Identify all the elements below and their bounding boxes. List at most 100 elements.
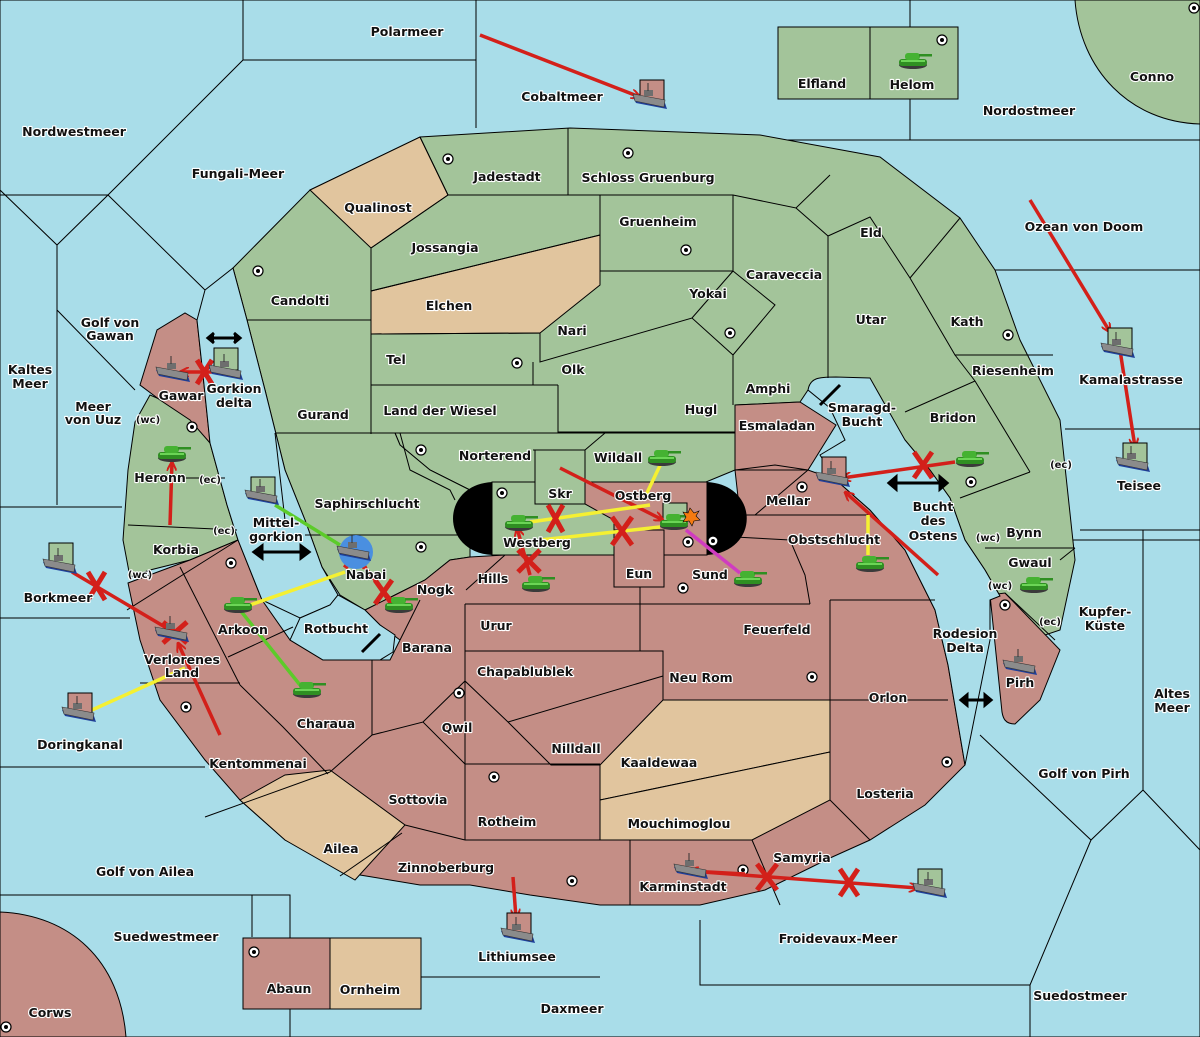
supply-center-icon [941, 756, 953, 768]
province-esmaladan[interactable] [734, 401, 837, 471]
sea-label-daxmeer: Daxmeer [540, 1001, 604, 1016]
sea-label-golf-von-gawan-1: Golf von [81, 315, 140, 330]
supply-center-icon [999, 599, 1011, 611]
supply-center-icon [248, 946, 260, 958]
coast-label: (ec) [1039, 617, 1061, 628]
sea-label-ozean-von-doom: Ozean von Doom [1025, 219, 1144, 234]
land-label-olk: Olk [561, 362, 585, 377]
order-hills-westberg [517, 528, 532, 576]
land-label-ornheim: Ornheim [340, 982, 400, 997]
land-label-arkoon: Arkoon [218, 622, 268, 637]
sea-label-bucht-des-ostens-3: Ostens [909, 528, 958, 543]
convoy-arkoon-charaua [238, 608, 302, 687]
support-arkoon-nabai [249, 570, 346, 607]
land-label-schloss-gruenburg: Schloss Gruenburg [581, 170, 714, 185]
adjacency-arrow-smaragd [818, 383, 842, 407]
adjacency-arrow-mittelgorkion [251, 543, 312, 561]
fail-x [755, 862, 779, 892]
land-label-eld: Eld [860, 225, 882, 240]
land-label-skr: Skr [548, 486, 572, 501]
province-conno[interactable] [1074, 0, 1200, 125]
sea-label-rotbucht: Rotbucht [304, 621, 368, 636]
fail-x [837, 867, 861, 898]
land-label-kentommenai: Kentommenai [209, 756, 307, 771]
land-label-kath: Kath [951, 314, 984, 329]
land-label-hills: Hills [478, 571, 509, 586]
supply-center-icon [496, 487, 508, 499]
order-zinnoberburg-lithiumsee [513, 876, 516, 918]
land-label-esmaladan: Esmaladan [739, 418, 815, 433]
land-label-qualinost: Qualinost [344, 200, 411, 215]
supply-center-icon [180, 701, 192, 713]
land-label-neu-rom: Neu Rom [669, 670, 732, 685]
order-borkmeer-verlorenes [71, 570, 170, 630]
supply-center-icon [415, 541, 427, 553]
province-labels: PolarmeerCobaltmeerNordwestmeerFungali-M… [7, 23, 1192, 1021]
sea-label-rodesion-delta-2: Delta [946, 640, 984, 655]
sea-smaragd-bucht[interactable] [807, 376, 1001, 766]
fail-x [516, 548, 542, 574]
land-label-heronn: Heronn [134, 470, 186, 485]
sea-label-mittel-gorkion-1: Mittel- [253, 515, 300, 530]
sea-label-mittel-gorkion-2: gorkion [249, 529, 303, 544]
land-label-urur: Urur [480, 618, 512, 633]
order-ozean-kamalastrasse [1028, 199, 1110, 332]
province-ornheim[interactable] [329, 937, 422, 1010]
province-corws[interactable] [0, 911, 127, 1037]
supply-center-icon [415, 444, 427, 456]
land-label-gawar: Gawar [159, 388, 205, 403]
land-label-losteria: Losteria [856, 786, 913, 801]
land-label-gurand: Gurand [297, 407, 349, 422]
order-bucht-mellar [845, 492, 940, 577]
sea-label-lithiumsee: Lithiumsee [478, 949, 556, 964]
supply-center-icon [566, 875, 578, 887]
dislodged-explosion-icon [682, 507, 701, 527]
sea-label-smaragd-bucht-2: Bucht [842, 414, 883, 429]
land-label-abaun: Abaun [267, 981, 312, 996]
fail-x [545, 503, 566, 534]
adjacency-arrow-rotbucht [360, 632, 382, 654]
supply-center-icon [680, 244, 692, 256]
province-eun[interactable] [613, 529, 665, 588]
province-elfland[interactable] [777, 26, 871, 100]
fail-x [85, 570, 108, 602]
supply-center-icon [622, 147, 634, 159]
land-label-candolti: Candolti [271, 293, 330, 308]
sea-label-gorkion-delta-2: delta [216, 395, 252, 410]
order-korbia-heronn [170, 462, 172, 526]
sea-label-froidevaux-meer: Froidevaux-Meer [779, 931, 898, 946]
sea-label-kupfer-kueste-1: Kupfer- [1079, 604, 1132, 619]
land-label-gruenheim: Gruenheim [619, 214, 696, 229]
retreat-ostberg-sund [684, 528, 742, 575]
supply-center-icon [511, 357, 523, 369]
land-label-riesenheim: Riesenheim [972, 363, 1054, 378]
supply-center-icon [936, 34, 948, 46]
adjacency-arrow-rodesion [958, 691, 994, 709]
province-pirh[interactable] [989, 592, 1061, 725]
supply-center-icon [682, 536, 694, 548]
land-label-mellar: Mellar [766, 493, 811, 508]
supply-center-icon [796, 481, 808, 493]
order-skr-ostberg [559, 466, 663, 522]
supply-center-icon [806, 671, 818, 683]
land-label-ostberg: Ostberg [615, 488, 672, 503]
support-westberg-ostberg [529, 503, 651, 524]
sea-label-bucht-des-ostens-1: Bucht [913, 499, 954, 514]
coast-label: (ec) [1050, 460, 1072, 471]
province-ostberg[interactable] [584, 481, 708, 556]
sea-label-suedwestmeer: Suedwestmeer [114, 929, 220, 944]
land-label-korbia: Korbia [153, 542, 199, 557]
land-label-ailea: Ailea [323, 841, 358, 856]
land-label-nabai: Nabai [346, 567, 387, 582]
sea-label-borkmeer: Borkmeer [24, 590, 94, 605]
order-karminstadt-froidevaux [689, 869, 918, 888]
coast-label: (wc) [976, 533, 1000, 544]
land-label-nogk: Nogk [417, 582, 454, 597]
sea-label-polarmeer: Polarmeer [371, 24, 445, 39]
coast-label: (ec) [213, 526, 235, 537]
supply-center-icon [0, 1021, 12, 1033]
fail-x [609, 515, 635, 547]
order-bridon-mellar [842, 460, 956, 478]
sea-label-doringkanal: Doringkanal [37, 737, 123, 752]
